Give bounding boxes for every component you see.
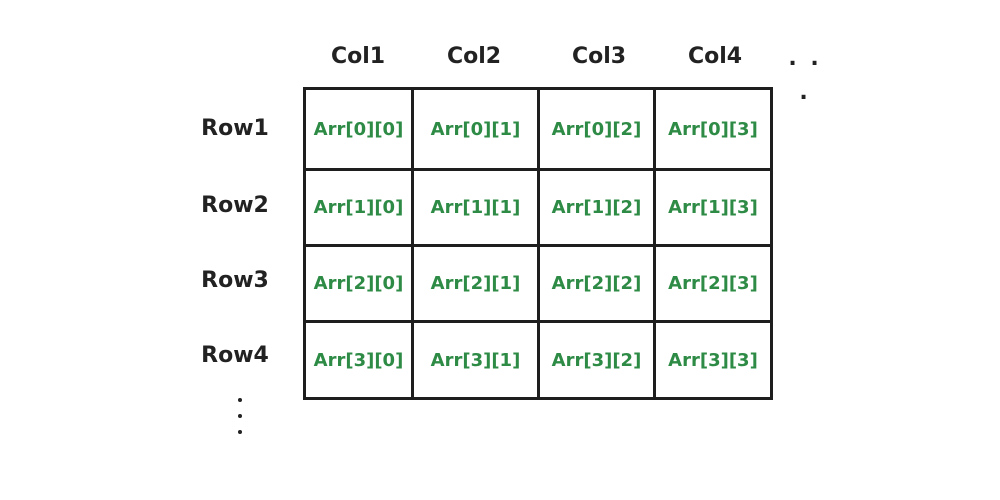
ellipsis-dot	[238, 398, 242, 402]
array-cell: Arr[3][2]	[540, 323, 656, 397]
ellipsis-dot	[238, 430, 242, 434]
array-cell: Arr[0][2]	[540, 90, 656, 171]
array-cell: Arr[1][1]	[414, 171, 540, 247]
array-cell: Arr[3][0]	[306, 323, 414, 397]
column-header-2: Col2	[446, 44, 502, 69]
column-header-3: Col3	[571, 44, 627, 69]
array-cell: Arr[0][3]	[656, 90, 770, 171]
column-header-4: Col4	[687, 44, 743, 69]
row-header-2: Row2	[201, 193, 269, 218]
array-cell: Arr[3][3]	[668, 349, 758, 371]
column-header-1: Col1	[330, 44, 386, 69]
array-cell: Arr[1][0]	[306, 171, 414, 247]
row-header-4: Row4	[201, 343, 269, 368]
row-header-1: Row1	[201, 116, 269, 141]
array-cell: Arr[0][0]	[306, 90, 414, 171]
array-grid: Arr[0][0] Arr[0][1] Arr[0][2] Arr[0][3] …	[303, 87, 773, 400]
array-cell: Arr[2][0]	[306, 247, 414, 323]
array-cell: Arr[2][1]	[414, 247, 540, 323]
ellipsis-dot	[238, 414, 242, 418]
array-cell: Arr[3][1]	[414, 323, 540, 397]
array-cell: Arr[2][2]	[540, 247, 656, 323]
row-ellipsis	[230, 392, 250, 442]
array-cell: Arr[0][1]	[414, 90, 540, 171]
row-header-3: Row3	[201, 268, 269, 293]
array-cell: Arr[2][3]	[656, 247, 770, 323]
column-ellipsis: . . .	[788, 46, 822, 105]
array-cell: Arr[1][3]	[656, 171, 770, 247]
array-cell: Arr[1][2]	[540, 171, 656, 247]
